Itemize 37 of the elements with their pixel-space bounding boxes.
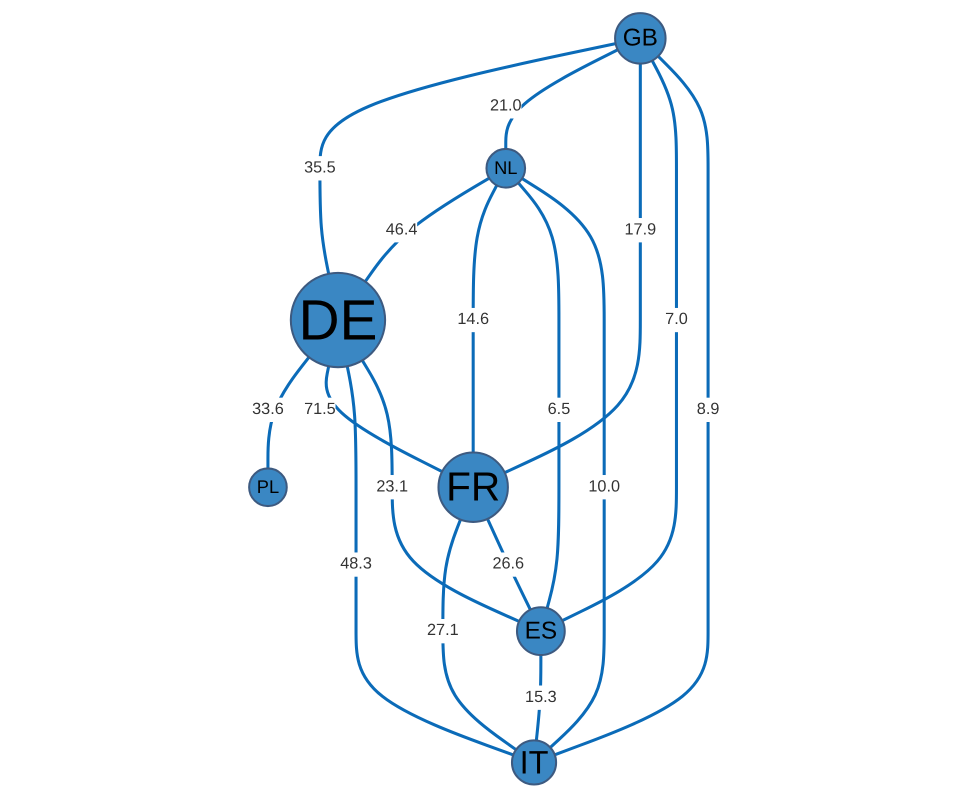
edge-label: 10.0 (588, 478, 620, 495)
connector (318, 42, 616, 274)
edge-label: 23.1 (376, 478, 408, 495)
node-circle: ES (516, 606, 566, 656)
edge-label: 35.5 (304, 158, 336, 176)
connector (442, 518, 518, 750)
edge-label: 71.5 (304, 400, 336, 418)
edge-label: 46.4 (386, 220, 418, 238)
connector (346, 365, 514, 756)
connector (486, 518, 532, 610)
edge-label: 6.5 (548, 400, 570, 418)
edge-label: 21.0 (490, 96, 522, 114)
node-circle: DE (290, 271, 386, 368)
connector (361, 359, 520, 622)
edge-label: 48.3 (340, 554, 372, 572)
connector (504, 48, 619, 148)
edge-label: 15.3 (525, 688, 557, 706)
edge-label: 8.9 (697, 400, 720, 418)
edge-label: 26.6 (492, 554, 524, 572)
node-circle: GB (614, 12, 667, 64)
connector (364, 176, 490, 282)
edge-label: 14.6 (458, 310, 490, 328)
node-circle: FR (438, 451, 510, 522)
node-circle: IT (511, 738, 558, 786)
edge-label: 33.6 (252, 400, 284, 418)
connector (504, 63, 642, 474)
connector (472, 184, 498, 452)
connector (522, 176, 606, 748)
connector (517, 181, 561, 608)
edge-label: 27.1 (427, 622, 459, 639)
connector (324, 365, 444, 472)
connector (554, 54, 710, 756)
edge-label: 17.9 (624, 220, 656, 238)
node-circle: NL (486, 147, 526, 188)
node-circle: PL (248, 466, 288, 507)
edge-label: 7.0 (665, 310, 688, 328)
connector (562, 59, 678, 622)
